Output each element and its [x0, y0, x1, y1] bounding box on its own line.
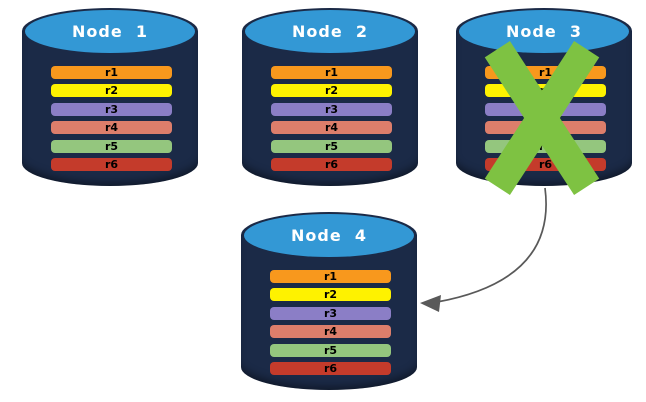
node-4-cylinder: Node 4 r1 r2 r3 r4 r5 r6	[241, 212, 417, 390]
node-2-row-r2: r2	[271, 84, 392, 98]
node-2-row-r5: r5	[271, 139, 392, 153]
node-4-row-r6: r6	[270, 361, 391, 375]
node-1-row-r2: r2	[51, 84, 172, 98]
node-2-cylinder: Node 2 r1 r2 r3 r4 r5 r6	[242, 8, 418, 186]
node-1-row-r1: r1	[51, 66, 172, 79]
node-2-rows: r1 r2 r3 r4 r5 r6	[271, 66, 392, 171]
node-2-row-r3: r3	[271, 102, 392, 116]
replication-arrowhead-icon	[420, 295, 441, 312]
node-2-row-r4: r4	[271, 121, 392, 135]
replication-arrow-line	[436, 187, 547, 303]
node-2-row-r1: r1	[271, 66, 392, 79]
node-1-cylinder: Node 1 r1 r2 r3 r4 r5 r6	[22, 8, 198, 186]
node-1-row-r6: r6	[51, 157, 172, 171]
node-4-row-r3: r3	[270, 306, 391, 320]
node-1-cylinder-top: Node 1	[25, 10, 195, 53]
node-4-rows: r1 r2 r3 r4 r5 r6	[270, 270, 391, 375]
node-2-row-r6: r6	[271, 157, 392, 171]
node-1-row-r3: r3	[51, 102, 172, 116]
node-1-row-r5: r5	[51, 139, 172, 153]
node-3-title: Node 3	[506, 22, 582, 41]
node-3-cylinder-top: Node 3	[459, 10, 629, 53]
node-2-cylinder-top: Node 2	[245, 10, 415, 53]
node-4-row-r5: r5	[270, 343, 391, 357]
node-2-title: Node 2	[292, 22, 368, 41]
node-4-cylinder-top: Node 4	[244, 214, 414, 257]
node-1-title: Node 1	[72, 22, 148, 41]
failure-x-icon	[484, 41, 600, 195]
node-4-row-r1: r1	[270, 270, 391, 283]
node-1-rows: r1 r2 r3 r4 r5 r6	[51, 66, 172, 171]
node-1-row-r4: r4	[51, 121, 172, 135]
node-3-cylinder: Node 3 r1 r2 r3 r4 r5 r6	[456, 8, 632, 195]
node-4-row-r4: r4	[270, 325, 391, 339]
node-4-row-r2: r2	[270, 288, 391, 302]
node-4-title: Node 4	[291, 226, 367, 245]
